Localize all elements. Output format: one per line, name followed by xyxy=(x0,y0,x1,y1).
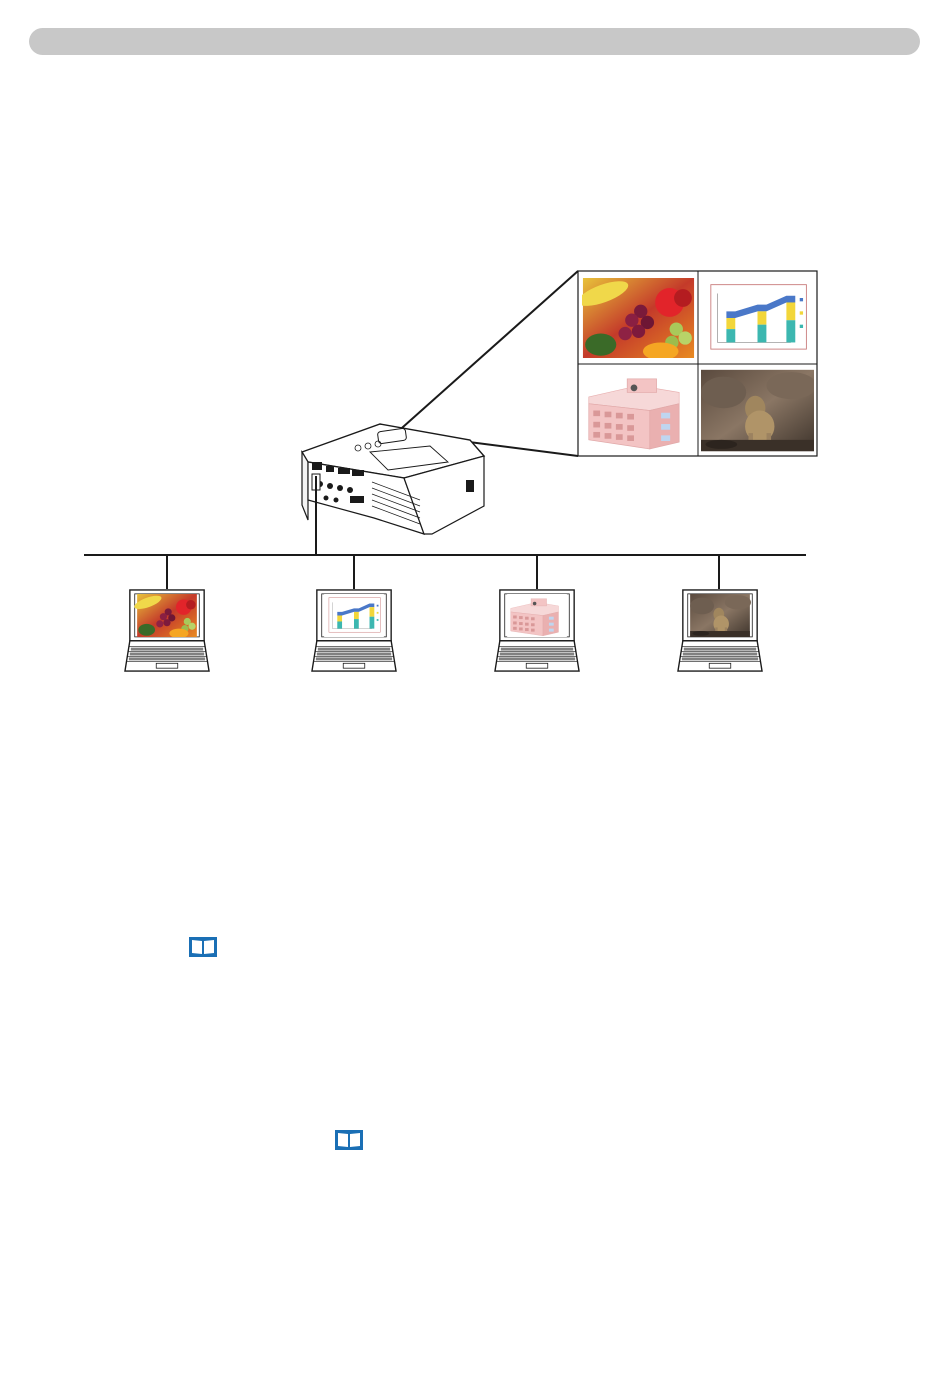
screen-panel-fruit-photo xyxy=(575,276,694,360)
book-icon xyxy=(188,936,218,958)
computer-3-screen xyxy=(507,594,567,637)
screen-panel-lion-photo xyxy=(701,370,816,451)
computer-3 xyxy=(495,590,579,671)
network-drops xyxy=(167,555,719,589)
screen-panel-bar-chart xyxy=(702,278,813,358)
computer-2-screen xyxy=(324,594,384,637)
computer-2 xyxy=(312,590,396,671)
screen-panel-building-drawing xyxy=(582,370,695,451)
projection-line-top xyxy=(394,271,578,435)
projector xyxy=(302,424,484,534)
computer-1 xyxy=(125,590,209,671)
computer-4-screen xyxy=(690,594,751,637)
computer-1-screen xyxy=(133,593,197,638)
book-icon xyxy=(334,1129,364,1151)
computer-4 xyxy=(678,590,762,671)
projected-screen xyxy=(575,271,817,456)
